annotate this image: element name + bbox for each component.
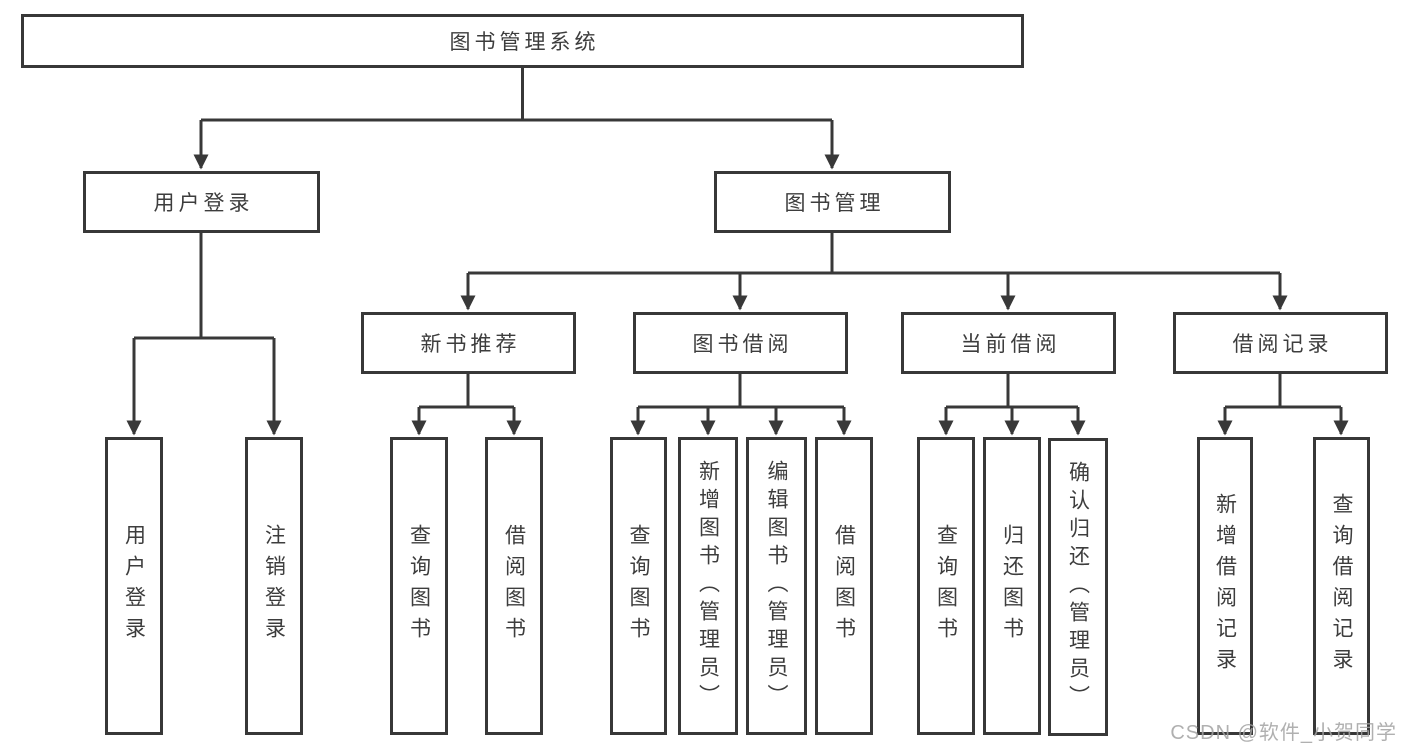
leaf-label: 查询图书 [407,524,431,648]
leaf-borrow-books-borrowing: 借阅图书 [815,437,873,735]
node-book-management: 图书管理 [714,171,951,233]
leaf-label: 查询图书 [934,524,958,648]
leaf-label: 新增图书（管理员） [696,460,720,712]
node-label: 图书借阅 [692,333,793,356]
leaf-label: 借阅图书 [502,524,526,648]
leaf-logout: 注销登录 [245,437,303,735]
node-current-borrowing: 当前借阅 [901,312,1116,374]
leaf-label: 用户登录 [122,524,146,648]
node-borrowing-records: 借阅记录 [1173,312,1388,374]
node-label: 图书管理系统 [449,31,600,54]
node-label: 用户登录 [153,192,254,215]
node-label: 借阅记录 [1232,333,1333,356]
leaf-label: 新增借阅记录 [1213,493,1237,679]
leaf-label: 注销登录 [262,524,286,648]
node-label: 图书管理 [784,192,885,215]
node-label: 新书推荐 [420,333,521,356]
leaf-label: 确认归还（管理员） [1066,461,1090,713]
watermark-csdn: CSDN @软件_小贺同学 [1170,722,1397,744]
leaf-return-book: 归还图书 [983,437,1041,735]
leaf-label: 借阅图书 [832,524,856,648]
leaf-label: 归还图书 [1000,524,1024,648]
leaf-borrow-books-recommend: 借阅图书 [485,437,543,735]
leaf-query-books-borrowing: 查询图书 [610,437,667,735]
leaf-label: 编辑图书（管理员） [765,460,788,712]
leaf-edit-book-admin: 编辑图书（管理员） [746,437,807,735]
leaf-confirm-return-admin: 确认归还（管理员） [1048,438,1108,736]
node-new-book-recommendation: 新书推荐 [361,312,576,374]
node-label: 当前借阅 [960,333,1061,356]
leaf-add-borrow-record: 新增借阅记录 [1197,437,1253,735]
leaf-query-books-recommend: 查询图书 [390,437,448,735]
node-library-management-system: 图书管理系统 [21,14,1024,68]
node-book-borrowing: 图书借阅 [633,312,848,374]
leaf-query-books-current: 查询图书 [917,437,975,735]
node-user-login: 用户登录 [83,171,320,233]
leaf-query-borrow-record: 查询借阅记录 [1313,437,1370,735]
leaf-label: 查询借阅记录 [1330,493,1353,679]
leaf-label: 查询图书 [627,524,650,648]
leaf-user-login: 用户登录 [105,437,163,735]
leaf-add-book-admin: 新增图书（管理员） [678,437,738,735]
